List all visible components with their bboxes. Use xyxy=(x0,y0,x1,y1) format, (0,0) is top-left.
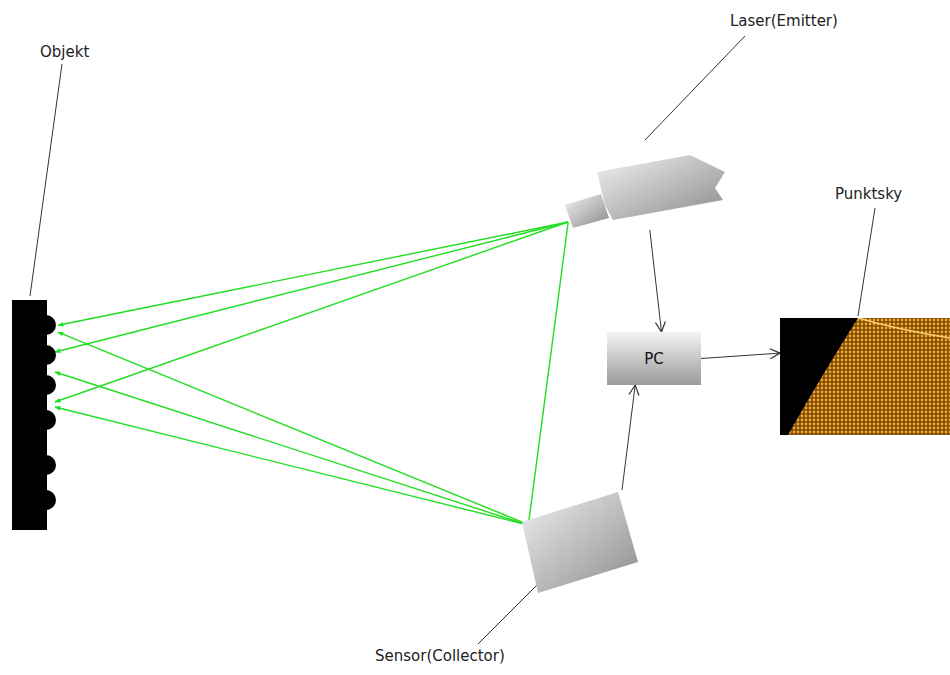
laser-emitter-shape xyxy=(565,150,725,230)
leader-line xyxy=(30,64,62,296)
box-label: PC xyxy=(607,332,701,368)
sensor-collector-shape xyxy=(520,490,640,595)
part-label: Punktsky xyxy=(835,185,902,203)
part-label: Sensor(Collector) xyxy=(375,647,505,665)
laser-beam xyxy=(528,222,568,525)
laser-beam xyxy=(58,222,568,325)
signal-arrow xyxy=(650,230,662,332)
leader-line xyxy=(645,36,745,140)
signal-arrow xyxy=(701,353,780,358)
part-label: Objekt xyxy=(40,43,89,61)
laser-beams xyxy=(55,222,568,525)
part-label: Laser(Emitter) xyxy=(730,12,838,30)
leader-line xyxy=(858,208,875,316)
laser-beam xyxy=(58,332,528,524)
signal-arrow xyxy=(622,385,635,490)
object-part: Objekt xyxy=(12,300,58,530)
pc-box: PC xyxy=(607,332,701,385)
laser-emitter: Laser(Emitter) xyxy=(565,150,725,230)
sensor-collector: Sensor(Collector) xyxy=(520,490,640,595)
point-cloud-image: Punktsky xyxy=(780,318,950,435)
object-part-shape xyxy=(12,300,58,530)
point-cloud-image-shape xyxy=(780,318,950,435)
